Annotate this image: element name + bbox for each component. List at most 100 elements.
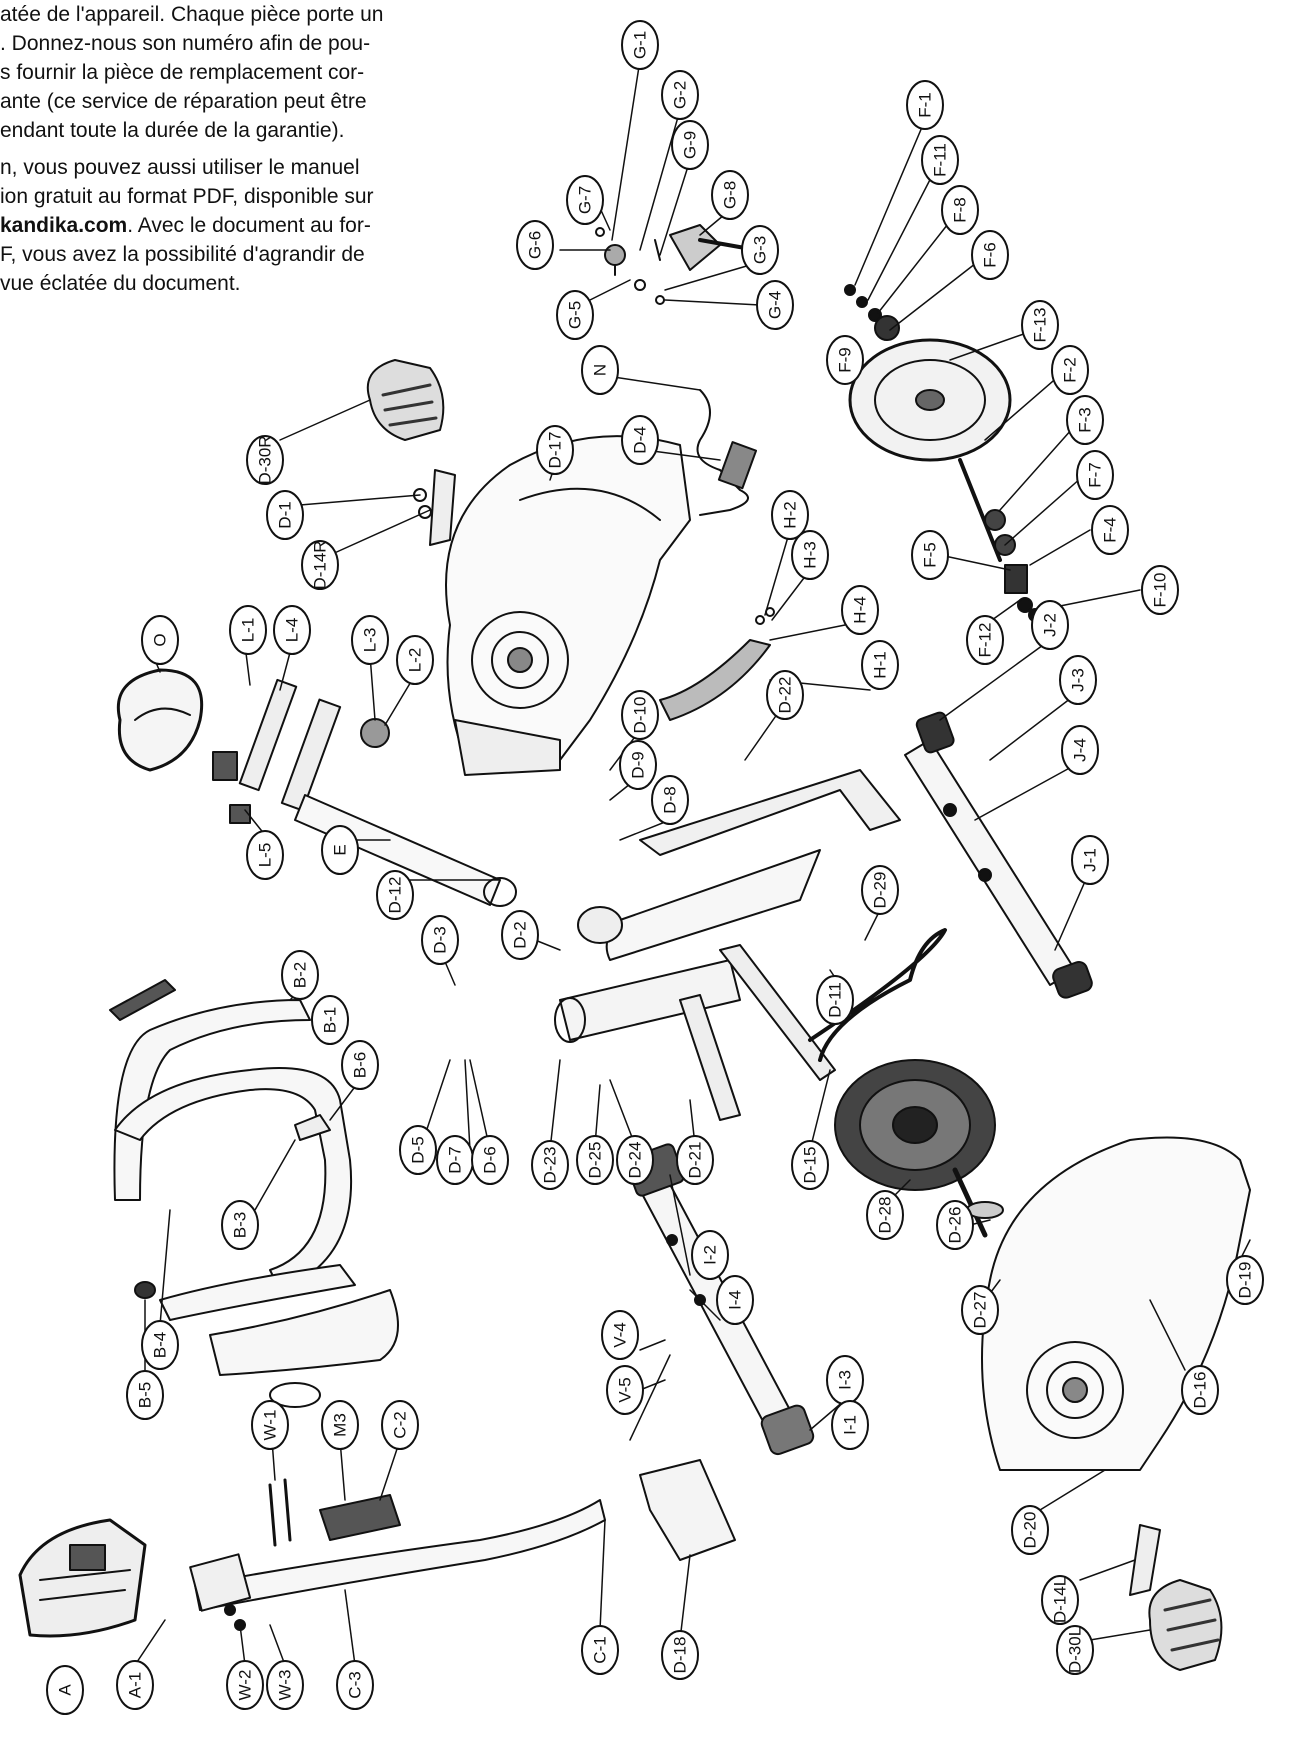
callout-label: D-29 [871,872,890,909]
callout-l-3: L-3 [351,615,389,665]
callout-h-1: H-1 [861,640,899,690]
callout-f-13: F-13 [1021,300,1059,350]
callout-d-17: D-17 [536,425,574,475]
callout-circle [1056,1625,1094,1675]
intro-text: atée de l'appareil. Chaque pièce porte u… [0,0,470,298]
callout-label: D-14L [1051,1577,1070,1623]
callout-circle [691,1230,729,1280]
callout-d-12: D-12 [376,870,414,920]
callout-label: D-18 [671,1637,690,1674]
callout-d-10: D-10 [621,690,659,740]
callout-label: D-23 [541,1147,560,1184]
callout-label: F-3 [1076,407,1095,433]
callout-circle [246,830,284,880]
seat-slider [212,678,342,824]
callout-label: N [591,364,610,376]
callout-label: I-1 [841,1415,860,1435]
callout-label: F-6 [981,242,1000,268]
callout-circle [536,425,574,475]
callout-d-9: D-9 [619,740,657,790]
brake-pad [659,607,775,721]
callout-d-15: D-15 [791,1140,829,1190]
callout-circle [126,1370,164,1420]
callout-label: G-4 [766,291,785,319]
callout-label: H-1 [871,651,890,678]
callout-label: F-12 [976,623,995,658]
callout-label: L-4 [283,618,302,643]
callout-circle [616,1135,654,1185]
callout-f-11: F-11 [921,135,959,185]
callout-circle [221,1200,259,1250]
callout-j-4: J-4 [1061,725,1099,775]
callout-circle [226,1660,264,1710]
callout-w-2: W-2 [226,1660,264,1710]
callout-label: D-5 [409,1136,428,1163]
main-frame [554,769,901,1121]
callout-circle [861,640,899,690]
callout-label: D-16 [1191,1372,1210,1409]
callout-label: J-2 [1041,613,1060,637]
callout-b-3: B-3 [221,1200,259,1250]
callout-circle [861,865,899,915]
drive-belt [808,928,947,1062]
callout-f-6: F-6 [971,230,1009,280]
callout-d-14r: D-14R [301,540,339,590]
callout-b-5: B-5 [126,1370,164,1420]
callout-circle [606,1365,644,1415]
callout-label: G-3 [751,236,770,264]
callout-label: B-6 [351,1052,370,1078]
callout-label: A [56,1684,75,1696]
callout-label: J-3 [1069,668,1088,692]
callout-h-3: H-3 [791,530,829,580]
callout-circle [266,1660,304,1710]
callout-m3: M3 [321,1400,359,1450]
callout-d-19: D-19 [1226,1255,1264,1305]
callout-circle [921,135,959,185]
callout-circle [46,1665,84,1715]
callout-d-18: D-18 [661,1630,699,1680]
callout-label: D-30L [1066,1627,1085,1673]
callout-b-2: B-2 [281,950,319,1000]
seat-post-e [294,718,517,907]
callout-label: D-20 [1021,1512,1040,1549]
callout-label: F-4 [1101,517,1120,543]
callout-d-3: D-3 [421,915,459,965]
callout-circle [1091,505,1129,555]
callout-circle [251,1400,289,1450]
callout-circle [816,975,854,1025]
callout-circle [756,280,794,330]
callout-circle [621,20,659,70]
callout-label: F-5 [921,542,940,568]
intro-line: kandika.com. Avec le document au for- [0,211,470,240]
callout-circle [1041,1575,1079,1625]
callout-label: C-1 [591,1636,610,1663]
crank-right [413,469,456,546]
callout-g-9: G-9 [671,120,709,170]
callout-f-9: F-9 [826,335,864,385]
intro-line: . Donnez-nous son numéro afin de pou- [0,32,371,55]
callout-circle [1021,300,1059,350]
callout-label: D-26 [946,1207,965,1244]
callout-l-5: L-5 [246,830,284,880]
callout-c-1: C-1 [581,1625,619,1675]
callout-circle [556,290,594,340]
callout-d-11: D-11 [816,975,854,1025]
callout-d-14l: D-14L [1041,1575,1079,1625]
callout-label: L-3 [361,628,380,653]
callout-label: D-19 [1236,1262,1255,1299]
callout-circle [1011,1505,1049,1555]
callout-label: D-17 [546,432,565,469]
callout-circle [936,1200,974,1250]
callout-circle [716,1275,754,1325]
callout-circle [1141,565,1179,615]
callout-circle [1051,345,1089,395]
callout-circle [661,70,699,120]
callout-label: J-1 [1081,848,1100,872]
callout-circle [671,120,709,170]
callout-label: H-4 [851,596,870,623]
callout-label: J-4 [1071,738,1090,762]
front-stabilizer [904,711,1093,999]
callout-label: B-1 [321,1007,340,1033]
callout-label: D-10 [631,697,650,734]
